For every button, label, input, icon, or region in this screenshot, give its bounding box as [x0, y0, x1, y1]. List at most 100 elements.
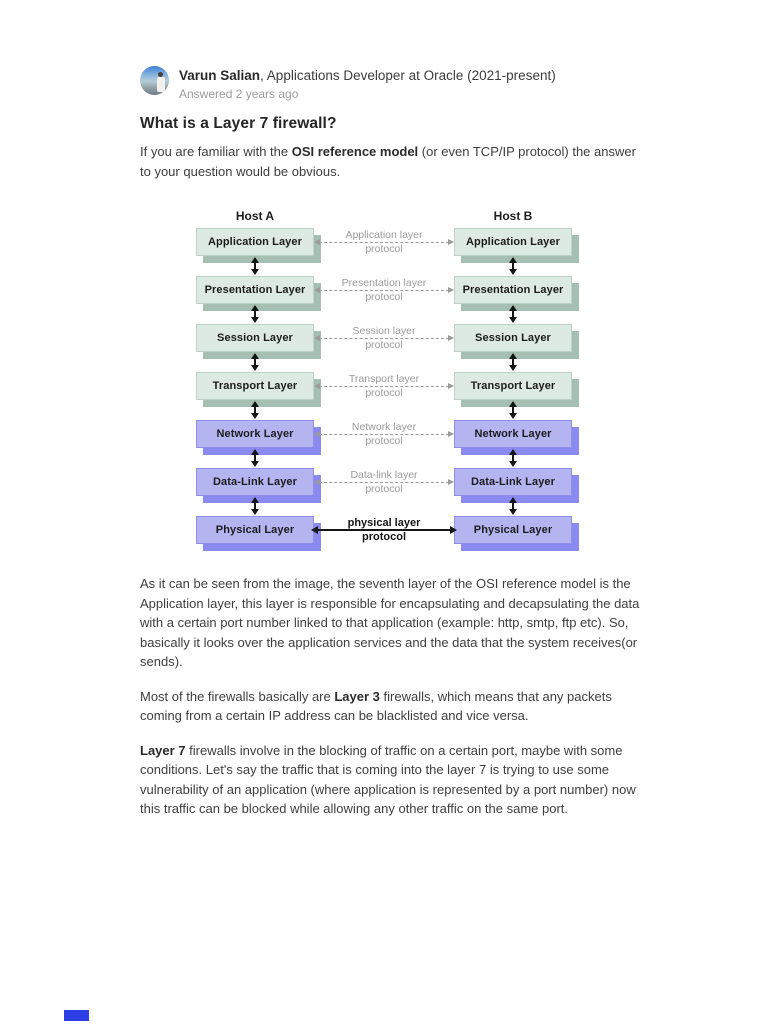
host-a-label: Host A [235, 209, 275, 223]
osi-box-host-b-physical-layer: Physical Layer [454, 516, 572, 544]
protocol-label-physical-layer: physical layer protocol [347, 517, 421, 543]
osi-box-host-a-data-link-layer: Data-Link Layer [196, 468, 314, 496]
avatar[interactable] [140, 66, 169, 95]
vertical-double-arrow-icon [508, 257, 518, 275]
vertical-double-arrow-icon [250, 449, 260, 467]
bold-text: Layer 3 [334, 688, 380, 704]
answer-paragraph-1: As it can be seen from the image, the se… [140, 574, 642, 672]
arrowhead-left-icon [314, 287, 320, 293]
protocol-arrow-line [319, 338, 449, 339]
osi-layer-row-physical-layer: Physical Layer physical layer protocol P… [196, 516, 574, 544]
osi-box-host-b-transport-layer: Transport Layer [454, 372, 572, 400]
osi-box-label: Network Layer [474, 428, 552, 440]
protocol-arrow-line [319, 434, 449, 435]
osi-gap-row [196, 352, 574, 372]
protocol-cell: Network layer protocol [314, 420, 454, 448]
vertical-double-arrow-icon [250, 497, 260, 515]
arrowhead-left-icon [314, 335, 320, 341]
osi-layer-row-network-layer: Network Layer Network layer protocol Net… [196, 420, 574, 448]
arrowhead-right-icon [448, 431, 454, 437]
osi-box-host-b-session-layer: Session Layer [454, 324, 572, 352]
osi-box-host-a-session-layer: Session Layer [196, 324, 314, 352]
text-segment: (or even TCP/IP protocol) the answer to … [140, 144, 636, 179]
osi-layer-row-presentation-layer: Presentation Layer Presentation layer pr… [196, 276, 574, 304]
osi-box-label: Session Layer [217, 332, 293, 344]
question-title: What is a Layer 7 firewall? [140, 115, 337, 132]
arrowhead-left-icon [314, 431, 320, 437]
author-line: Varun Salian, Applications Developer at … [179, 67, 556, 84]
osi-box-host-b-data-link-layer: Data-Link Layer [454, 468, 572, 496]
osi-layer-row-data-link-layer: Data-Link Layer Data-link layer protocol… [196, 468, 574, 496]
protocol-cell: Transport layer protocol [314, 372, 454, 400]
osi-layer-row-application-layer: Application Layer Application layer prot… [196, 228, 574, 256]
arrowhead-right-icon [448, 335, 454, 341]
osi-box-label: Application Layer [466, 236, 560, 248]
protocol-arrow-line [319, 290, 449, 291]
protocol-arrow-line [316, 529, 452, 531]
osi-box-label: Data-Link Layer [212, 476, 298, 488]
osi-rows: Application Layer Application layer prot… [196, 228, 574, 544]
osi-layer-row-session-layer: Session Layer Session layer protocol Ses… [196, 324, 574, 352]
arrowhead-left-icon [314, 479, 320, 485]
osi-box-label: Physical Layer [473, 524, 553, 536]
author-name[interactable]: Varun Salian [179, 68, 261, 83]
osi-diagram: Host A Host B Application Layer Applicat… [196, 206, 574, 544]
osi-box-host-b-application-layer: Application Layer [454, 228, 572, 256]
arrowhead-right-icon [448, 239, 454, 245]
author-credential: , Applications Developer at Oracle (2021… [260, 68, 556, 83]
arrowhead-right-icon [450, 526, 457, 534]
answer-body: Varun Salian, Applications Developer at … [140, 66, 642, 834]
osi-box-host-b-presentation-layer: Presentation Layer [454, 276, 572, 304]
answer-paragraphs: As it can be seen from the image, the se… [140, 574, 642, 819]
vertical-double-arrow-icon [508, 449, 518, 467]
protocol-label-presentation-layer: Presentation layer protocol [341, 277, 427, 303]
osi-box-host-a-presentation-layer: Presentation Layer [196, 276, 314, 304]
osi-box-label: Session Layer [475, 332, 551, 344]
osi-box-label: Presentation Layer [204, 284, 306, 296]
vertical-double-arrow-icon [250, 401, 260, 419]
osi-box-label: Data-Link Layer [470, 476, 556, 488]
protocol-label-session-layer: Session layer protocol [352, 325, 416, 351]
arrowhead-left-icon [311, 526, 318, 534]
osi-box-host-a-physical-layer: Physical Layer [196, 516, 314, 544]
vertical-double-arrow-icon [250, 305, 260, 323]
protocol-label-data-link-layer: Data-link layer protocol [350, 469, 418, 495]
protocol-label-transport-layer: Transport layer protocol [348, 373, 420, 399]
osi-box-host-a-network-layer: Network Layer [196, 420, 314, 448]
answer-paragraph-2: Most of the firewalls basically are Laye… [140, 687, 642, 726]
osi-box-host-b-network-layer: Network Layer [454, 420, 572, 448]
protocol-label-application-layer: Application layer protocol [345, 229, 423, 255]
vertical-double-arrow-icon [250, 353, 260, 371]
text-segment: If you are familiar with the [140, 144, 292, 159]
arrowhead-left-icon [314, 239, 320, 245]
osi-box-label: Physical Layer [215, 524, 295, 536]
vertical-double-arrow-icon [508, 497, 518, 515]
vertical-double-arrow-icon [508, 305, 518, 323]
vertical-double-arrow-icon [250, 257, 260, 275]
intro-paragraph: If you are familiar with the OSI referen… [140, 142, 642, 181]
protocol-label-network-layer: Network layer protocol [351, 421, 417, 447]
osi-box-label: Network Layer [216, 428, 294, 440]
osi-gap-row [196, 496, 574, 516]
protocol-cell: Session layer protocol [314, 324, 454, 352]
arrowhead-right-icon [448, 287, 454, 293]
host-labels-row: Host A Host B [196, 206, 574, 226]
host-b-label: Host B [493, 209, 533, 223]
osi-layer-row-transport-layer: Transport Layer Transport layer protocol… [196, 372, 574, 400]
text-segment: firewalls involve in the blocking of tra… [140, 742, 636, 817]
vertical-double-arrow-icon [508, 401, 518, 419]
osi-box-label: Transport Layer [212, 380, 298, 392]
protocol-arrow-line [319, 482, 449, 483]
text-segment: Most of the firewalls basically are [140, 688, 335, 704]
osi-gap-row [196, 448, 574, 468]
protocol-cell: Data-link layer protocol [314, 468, 454, 496]
protocol-cell: physical layer protocol [311, 516, 457, 544]
protocol-cell: Presentation layer protocol [314, 276, 454, 304]
bold-text: Layer 7 [140, 742, 186, 758]
osi-gap-row [196, 304, 574, 324]
answer-meta: Answered 2 years ago [179, 87, 299, 101]
osi-box-host-a-application-layer: Application Layer [196, 228, 314, 256]
arrowhead-right-icon [448, 479, 454, 485]
osi-box-label: Presentation Layer [462, 284, 564, 296]
page-footer-marker [64, 1010, 89, 1021]
